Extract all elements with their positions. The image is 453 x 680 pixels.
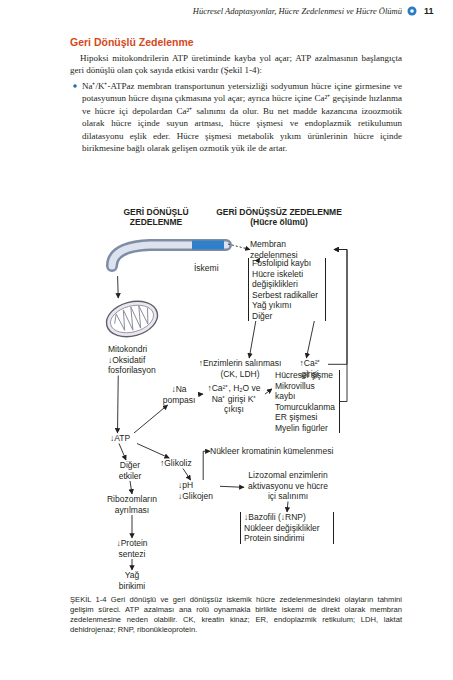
flow-arrow — [203, 451, 210, 480]
flow-node: ↓Bazofili (↓RNP)Nükleer değişikliklerPro… — [240, 512, 334, 544]
flow-arrow — [328, 250, 347, 365]
flow-arrow — [183, 469, 191, 481]
node-text: İskemi — [194, 263, 226, 274]
flow-arrow — [119, 444, 126, 461]
node-text: Nükleer değişiklikler — [244, 523, 331, 534]
bullet-paragraph: Na⁺/K⁺-ATPaz membran transportunun yeter… — [82, 80, 402, 154]
node-text: ↑Enzimlerin salınması (CK, LDH) — [194, 358, 286, 379]
node-text: Tomurcuklanma — [275, 402, 337, 413]
node-text: Ribozomların ayrılması — [104, 494, 160, 515]
flow-node: ↑Enzimlerin salınması (CK, LDH) — [194, 358, 286, 379]
flow-node: Hücresel şişmeMikrovillus kaybıTomurcukl… — [272, 370, 340, 433]
node-text: Serbest radikaller — [252, 290, 323, 301]
flow-arrow — [265, 389, 272, 394]
figure-caption: ŞEKİL 1-4 Geri dönüşlü ve geri dönüşsüz … — [70, 595, 402, 635]
header-icon-dot — [410, 9, 414, 13]
flow-arrow — [132, 559, 133, 570]
node-text: Myelin figürler — [275, 423, 337, 434]
flow-arrow — [117, 276, 119, 298]
running-header: Hücresel Adaptasyonlar, Hücre Zedelenmes… — [130, 6, 402, 16]
node-text: Lizozomal enzimlerin aktivasyonu ve hücr… — [244, 470, 332, 502]
node-text: Hücre iskeleti değişiklikleri — [252, 269, 323, 290]
flow-node: ↑Ca²⁺, H₂O ve Na⁺ girişi K⁺ çıkışı — [203, 383, 265, 415]
node-text: ↓pH — [178, 480, 220, 491]
header-icon — [408, 7, 417, 16]
column-heading: GERİ DÖNÜŞSÜZ ZEDELENME (Hücre ölümü) — [204, 207, 354, 227]
mitochondrion-inner — [107, 301, 156, 338]
column-heading: GERİ DÖNÜŞLÜ ZEDELENME — [104, 207, 208, 227]
flow-node: Ribozomların ayrılması — [104, 494, 160, 515]
flow-arrow — [130, 481, 132, 494]
node-text: ↓Bazofili (↓RNP) — [244, 512, 331, 523]
mitochondrion-outer — [102, 296, 161, 342]
vessel-lumen — [112, 245, 226, 266]
node-text: ER şişmesi — [275, 412, 337, 423]
flow-node: İskemi — [108, 236, 228, 276]
flow-arrow — [249, 321, 256, 358]
node-text: Fosfolipid kaybı — [252, 258, 323, 269]
flow-arrow — [228, 244, 250, 250]
vessel-occlusion — [192, 241, 224, 250]
node-text: ↓Protein sentezi — [106, 538, 158, 559]
node-text: ↓ATP — [110, 433, 140, 444]
flow-node: ↓Protein sentezi — [106, 538, 158, 559]
node-text: Mitokondri ↓Oksidatif fosforilasyon — [108, 344, 176, 376]
flow-arrow — [132, 515, 133, 538]
node-text: Hücresel şişme — [275, 370, 337, 381]
flow-arrow — [134, 405, 168, 433]
flow-node: Membran zedelenmesi — [250, 239, 334, 260]
node-text: Protein sindirimi — [244, 533, 331, 544]
flow-node: Yağ birikimi — [112, 570, 152, 591]
node-text: Yağ yıkımı — [252, 300, 323, 311]
node-text: ↑Ca²⁺, H₂O ve Na⁺ girişi K⁺ çıkışı — [203, 383, 265, 415]
connector-group — [118, 244, 348, 570]
node-text: Yağ birikimi — [112, 570, 152, 591]
node-text: Nükleer kromatinin kümelenmesi — [210, 446, 344, 457]
node-text: Membran zedelenmesi — [250, 239, 334, 260]
flow-arrow — [220, 486, 244, 487]
flow-node: ↓pH↓Glikojen — [178, 480, 220, 501]
flow-node: Diğer etkiler — [110, 460, 150, 481]
node-text: ↑Glikoliz — [160, 458, 206, 469]
node-text: Diğer etkiler — [110, 460, 150, 481]
node-text: Mikrovillus kaybı — [275, 381, 337, 402]
flow-arrow — [334, 250, 347, 402]
body-paragraph: Hipoksi mitokondrilerin ATP üretiminde k… — [70, 52, 402, 77]
flow-node: ↓ATP — [110, 433, 140, 444]
node-text: Diğer — [252, 311, 323, 322]
flow-node: Nükleer kromatinin kümelenmesi — [210, 446, 344, 457]
flow-arrow — [117, 376, 119, 434]
vessel-wall — [112, 245, 226, 266]
flow-node: Fosfolipid kaybıHücre iskeleti değişikli… — [248, 258, 326, 321]
flow-node: Lizozomal enzimlerin aktivasyonu ve hücr… — [244, 470, 332, 502]
flow-node: ↓Na pompası — [160, 384, 198, 405]
flow-arrow — [137, 444, 169, 459]
flow-arrow — [306, 321, 314, 358]
mitochondrion — [102, 296, 161, 342]
node-text: ↓Na pompası — [160, 384, 198, 405]
bullet-dot — [73, 84, 77, 88]
node-text: ↓Glikojen — [178, 491, 220, 502]
mitochondrion-cristae — [112, 303, 153, 335]
flow-arrow — [287, 502, 288, 513]
flow-arrow — [198, 394, 203, 395]
section-title: Geri Dönüşlü Zedelenme — [70, 36, 400, 48]
page-number: 11 — [424, 6, 444, 16]
flow-node: Mitokondri ↓Oksidatif fosforilasyon — [106, 298, 178, 376]
flow-node: ↑Glikoliz — [160, 458, 206, 469]
